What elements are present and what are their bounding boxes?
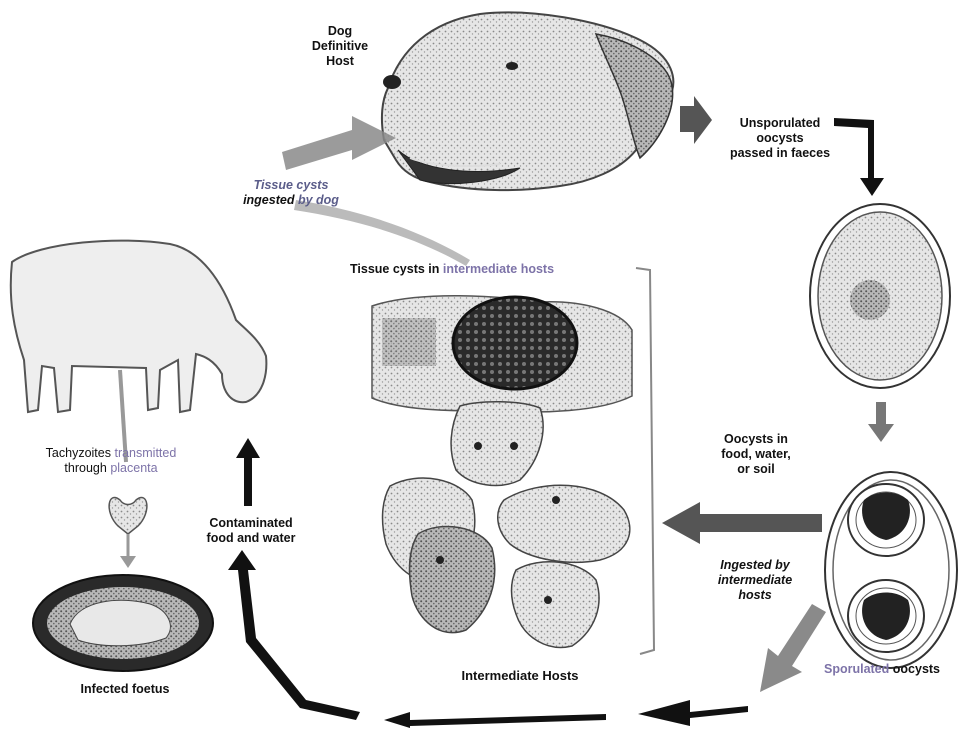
tissue-cysts-dog-by-dog: by dog (298, 193, 339, 207)
tissue-cysts-dog-label: Tissue cysts ingested by dog (226, 178, 356, 208)
bottom-arrow-middle (384, 712, 606, 728)
ingested-intermediate-line2: intermediate (700, 573, 810, 588)
oocysts-food-line3: or soil (696, 462, 816, 477)
tissue-cysts-intermediate-b: intermediate hosts (443, 262, 554, 276)
oocysts-food-label: Oocysts in food, water, or soil (696, 432, 816, 477)
tissue-cysts-dog-line1: Tissue cysts (226, 178, 356, 193)
bottom-arrow-left (228, 550, 360, 720)
ingested-intermediate-line3: hosts (700, 588, 810, 603)
sporulated-oocyst-illustration (825, 472, 957, 668)
infected-foetus-text: Infected foetus (81, 682, 170, 696)
sporulated-down-arrow (760, 604, 826, 692)
unsporulated-label: Unsporulated oocysts passed in faeces (700, 116, 860, 161)
dog-label: Dog Definitive Host (300, 24, 380, 69)
tachyzoites-label: Tachyzoites transmitted through placenta (16, 446, 206, 476)
oocysts-food-line1: Oocysts in (696, 432, 816, 447)
unsporulated-line2: oocysts (700, 131, 860, 146)
placenta-illustration (109, 497, 147, 568)
intermediate-hosts-animals-illustration (383, 402, 630, 648)
oocysts-food-line2: food, water, (696, 447, 816, 462)
tissue-cysts-dog-ingested: ingested (243, 193, 294, 207)
intermediate-bracket (636, 268, 654, 654)
sporulated-label-b: oocysts (893, 662, 940, 676)
tachyzoites-d: placenta (110, 461, 157, 475)
contaminated-label: Contaminated food and water (186, 516, 316, 546)
tissue-cysts-tail-arrow (294, 200, 470, 266)
oocysts-to-intermediate-arrow (662, 502, 822, 544)
ingested-intermediate-label: Ingested by intermediate hosts (700, 558, 810, 603)
tissue-cysts-arrow (282, 116, 396, 170)
dog-label-line2: Definitive (300, 39, 380, 54)
cow-illustration (11, 241, 267, 462)
unsporulated-line1: Unsporulated (700, 116, 860, 131)
intermediate-hosts-label: Intermediate Hosts (420, 668, 620, 683)
tissue-cysts-intermediate-a: Tissue cysts in (350, 262, 439, 276)
tachyzoites-b: transmitted (114, 446, 176, 460)
tachyzoites-a: Tachyzoites (46, 446, 111, 460)
ingested-intermediate-line1: Ingested by (700, 558, 810, 573)
contaminated-line1: Contaminated (186, 516, 316, 531)
dog-head-illustration (382, 12, 673, 190)
tissue-cysts-intermediate-label: Tissue cysts in intermediate hosts (350, 262, 650, 277)
infected-foetus-illustration (33, 575, 213, 671)
tissue-cyst-illustration (372, 296, 632, 412)
infected-foetus-label: Infected foetus (50, 682, 200, 697)
sporulated-label: Sporulated oocysts (800, 662, 964, 677)
contaminated-line2: food and water (186, 531, 316, 546)
dog-label-line3: Host (300, 54, 380, 69)
bottom-arrow-right (638, 700, 748, 726)
tachyzoites-c: through (64, 461, 106, 475)
unsporulated-line3: passed in faeces (700, 146, 860, 161)
arrow-to-sporulated-oocyst (868, 402, 894, 442)
dog-label-line1: Dog (300, 24, 380, 39)
intermediate-hosts-text: Intermediate Hosts (461, 668, 578, 683)
up-arrow-to-cow (236, 438, 260, 506)
sporulated-label-a: Sporulated (824, 662, 889, 676)
unsporulated-oocyst-illustration (810, 204, 950, 388)
